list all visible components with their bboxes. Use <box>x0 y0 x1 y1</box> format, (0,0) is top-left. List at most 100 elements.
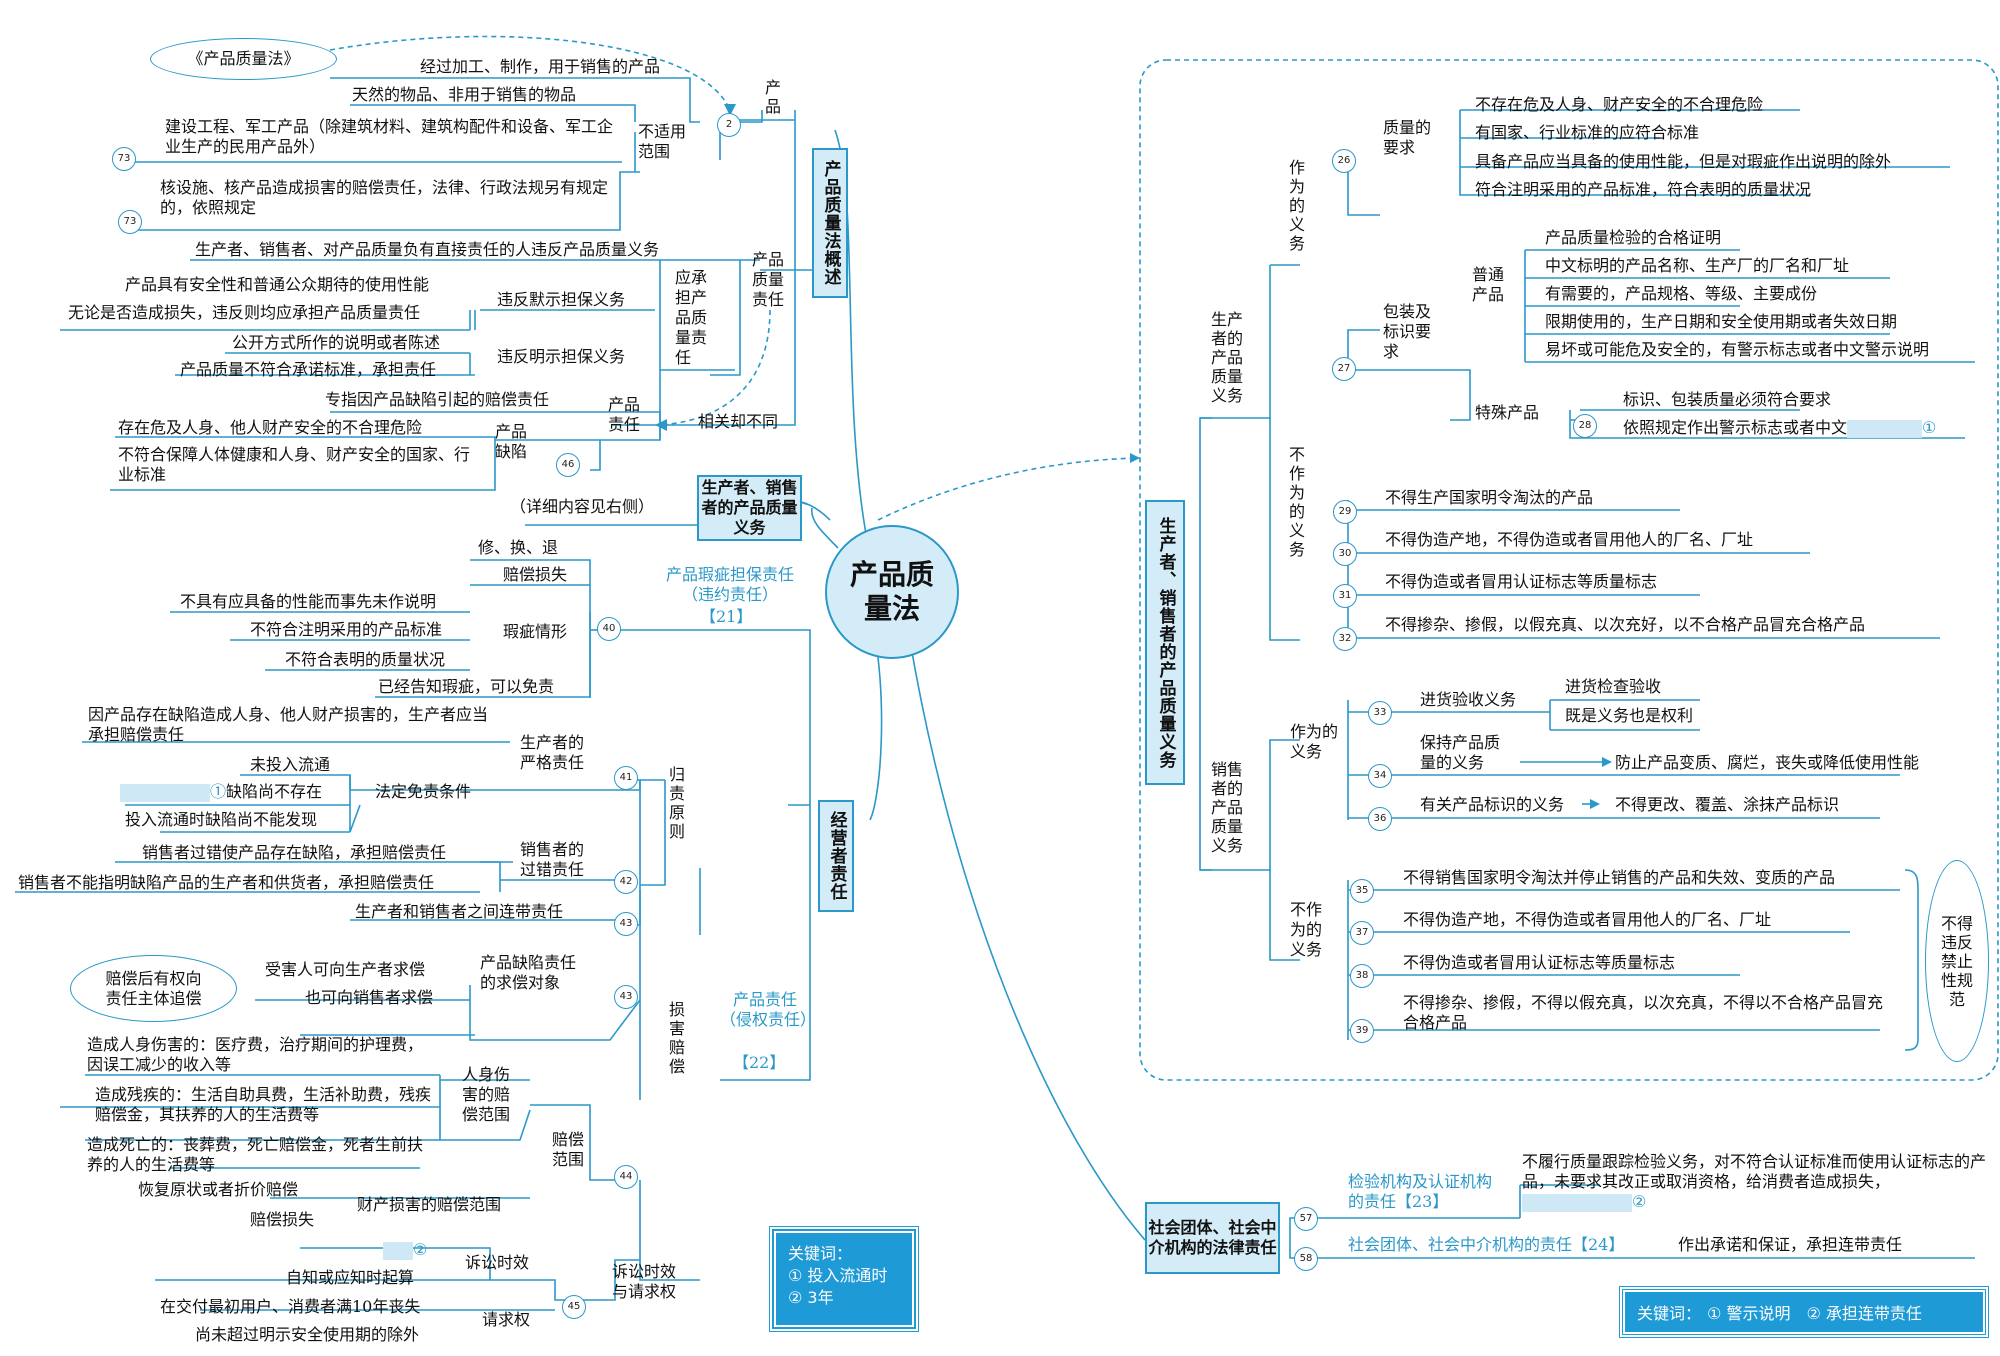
flaw-exempt: 已经告知瑕疵，可以免责 <box>378 677 555 696</box>
implied-label: 违反默示担保义务 <box>497 290 626 309</box>
fault-label: 销售者的过错责任 <box>520 840 585 879</box>
num-57: 57 <box>1294 1207 1318 1231</box>
kw-left-item-2: ② 3年 <box>788 1288 834 1307</box>
num-73b: 73 <box>118 210 142 234</box>
num-43b: 43 <box>614 985 638 1009</box>
s-act-label: 作为的义务 <box>1290 722 1339 761</box>
express-label: 违反明示担保义务 <box>497 347 626 366</box>
express-item-2: 产品质量不符合承诺标准，承担责任 <box>180 360 437 379</box>
num-2: 2 <box>717 113 741 137</box>
p-not-3: 不得伪造或者冒用认证标志等质量标志 <box>1385 572 1658 591</box>
law-tag-bubble: 《产品质量法》 <box>150 38 337 80</box>
claim-item-2: 也可向销售者求偿 <box>305 988 434 1007</box>
mark-label: 有关产品标识的义务 <box>1420 795 1565 814</box>
resp-label: 产品质量责任 <box>752 250 785 309</box>
warranty-item-2: 赔偿损失 <box>503 565 568 584</box>
attr-label: 归责原则 <box>668 765 685 841</box>
blank-2 <box>383 1241 413 1260</box>
limit-label: 诉讼时效与请求权 <box>612 1262 677 1301</box>
special-1: 标识、包装质量必须符合要求 <box>1623 390 1832 409</box>
org-label: 社会团体、社会中介机构的责任【24】 <box>1348 1235 1625 1254</box>
flaw-label: 瑕疵情形 <box>503 622 568 641</box>
lit-label: 诉讼时效 <box>465 1253 530 1272</box>
p-act-label: 作为的义务 <box>1288 158 1305 253</box>
exempt-item-3: 投入流通时缺陷尚不能发现 <box>125 810 318 829</box>
org-text: 作出承诺和保证，承担连带责任 <box>1678 1235 1903 1254</box>
blank-3 <box>1847 419 1923 438</box>
p-not-1: 不得生产国家明令淘汰的产品 <box>1385 488 1594 507</box>
defect-item-1: 存在危及人身、他人财产安全的不合理危险 <box>118 418 423 437</box>
check-1: 进货检查验收 <box>1565 677 1662 696</box>
right-title-box: 生产者、销售者的产品质量义务 <box>1145 500 1185 785</box>
s-not-4: 不得掺杂、掺假，不得以假充真，以次充真，不得以不合格产品冒充合格产品 <box>1403 993 1884 1032</box>
property-label: 财产损害的赔偿范围 <box>357 1195 502 1214</box>
defect-label: 产品缺陷 <box>495 422 528 461</box>
should-bear-label: 应承担产品质量责任 <box>675 268 708 367</box>
personal-item-3: 造成死亡的：丧葬费，死亡赔偿金，死者生前扶养的人的生活费等 <box>87 1135 424 1174</box>
violation-bubble: 不得违反禁止性规范 <box>1925 860 1989 1062</box>
num-26: 26 <box>1332 149 1356 173</box>
quality-req-2: 有国家、行业标准的应符合标准 <box>1475 123 1700 142</box>
num-35: 35 <box>1350 879 1374 903</box>
s-not-1: 不得销售国家明令淘汰并停止销售的产品和失效、变质的产品 <box>1403 868 1836 887</box>
exempt-item-2-text: 缺陷尚不存在 <box>226 782 323 801</box>
na-item-1: 天然的物品、非用于销售的物品 <box>352 85 577 104</box>
num-41: 41 <box>614 766 638 790</box>
flaw-item-3: 不符合表明的质量状况 <box>285 650 446 669</box>
property-item-2: 赔偿损失 <box>250 1210 315 1229</box>
exempt-item-2: ①缺陷尚不存在 <box>120 782 322 802</box>
normal-4: 限期使用的，生产日期和安全使用期或者失效日期 <box>1545 312 1898 331</box>
s-not-label: 不作为的义务 <box>1290 900 1323 959</box>
num-36: 36 <box>1368 807 1392 831</box>
duties-box: 生产者、销售者的产品质量义务 <box>697 475 802 541</box>
num-33: 33 <box>1368 701 1392 725</box>
num-39: 39 <box>1350 1019 1374 1043</box>
warranty-ref: 【21】 <box>700 607 753 626</box>
num-44: 44 <box>614 1165 638 1189</box>
not-applicable-label: 不适用范围 <box>638 122 687 161</box>
blank-4 <box>1522 1193 1632 1212</box>
quality-req-1: 不存在危及人身、财产安全的不合理危险 <box>1475 95 1764 114</box>
recourse-bubble: 赔偿后有权向责任主体追偿 <box>70 955 237 1022</box>
na-item-2: 建设工程、军工产品（除建筑材料、建筑构配件和设备、军工企业生产的民用产品外） <box>165 117 614 156</box>
num-34: 34 <box>1368 764 1392 788</box>
keywords-box-right: 关键词： ① 警示说明 ② 承担连带责任 <box>1619 1286 1989 1338</box>
personal-item-2: 造成残疾的：生活自助具费，生活补助费，残疾赔偿金，其扶养的人的生活费等 <box>95 1085 432 1124</box>
keep-label: 保持产品质量的义务 <box>1420 733 1501 772</box>
implied-item-2: 无论是否造成损失，违反则均应承担产品质量责任 <box>68 303 421 322</box>
special-2-text: 依照规定作出警示标志或者中文 <box>1623 418 1848 437</box>
num-32: 32 <box>1333 627 1357 651</box>
center-node: 产品质量法 <box>825 525 959 659</box>
law-tag: 《产品质量法》 <box>187 49 300 68</box>
flaw-item-1: 不具有应具备的性能而事先未作说明 <box>180 592 437 611</box>
liab-def: 专指因产品缺陷引起的赔偿责任 <box>325 390 550 409</box>
p-not-4: 不得掺杂、掺假，以假充真、以次充好，以不合格产品冒充合格产品 <box>1385 615 1866 634</box>
num-73a: 73 <box>112 147 136 171</box>
num-27: 27 <box>1332 357 1356 381</box>
warranty-item-1: 修、换、退 <box>478 538 559 557</box>
num-45: 45 <box>562 1295 586 1319</box>
business-title-box: 经营者责任 <box>818 800 854 912</box>
violation-text: 不得违反禁止性规范 <box>1940 913 1973 1009</box>
normal-3: 有需要的，产品规格、等级、主要成份 <box>1545 284 1818 303</box>
recourse-text: 赔偿后有权向责任主体追偿 <box>105 968 202 1008</box>
defect-item-2: 不符合保障人体健康和人身、财产安全的国家、行业标准 <box>118 445 471 484</box>
kw-left-title: 关键词： <box>788 1244 853 1263</box>
strict-def: 因产品存在缺陷造成人身、他人财产损害的，生产者应当承担赔偿责任 <box>88 705 489 744</box>
check-label: 进货验收义务 <box>1420 690 1517 709</box>
related-label: 相关却不同 <box>698 412 779 431</box>
num-30: 30 <box>1333 542 1357 566</box>
package-label: 包装及标识要求 <box>1383 302 1432 361</box>
num-42: 42 <box>614 870 638 894</box>
na-item-3: 核设施、核产品造成损害的赔偿责任，法律、行政法规另有规定的，依照规定 <box>160 178 609 217</box>
keywords-box-left: 关键词： ① 投入流通时 ② 3年 <box>769 1226 919 1332</box>
fault-item-2: 销售者不能指明缺陷产品的生产者和供货者，承担赔偿责任 <box>18 873 435 892</box>
producer-label: 生产者的产品质量义务 <box>1210 310 1243 405</box>
damage-label: 损害赔偿 <box>668 1000 685 1076</box>
num-40: 40 <box>597 617 621 641</box>
claim-item-1: 受害人可向生产者求偿 <box>265 960 426 979</box>
warranty-title: 产品瑕疵担保责任（违约责任） <box>665 565 794 604</box>
p-not-2: 不得伪造产地，不得伪造或者冒用他人的厂名、厂址 <box>1385 530 1754 549</box>
